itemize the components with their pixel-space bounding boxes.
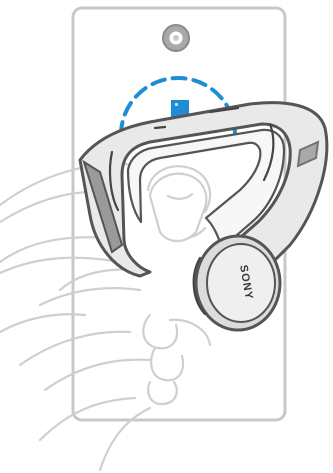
camera-icon (163, 25, 189, 51)
earcup: SONY (194, 236, 280, 330)
hand-front (150, 174, 206, 241)
